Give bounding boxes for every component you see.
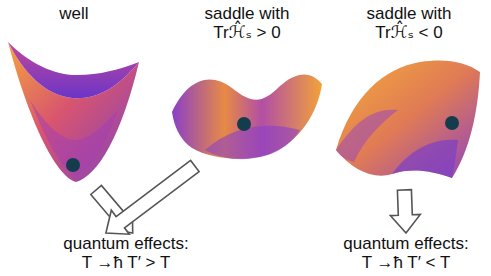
saddle-surface: [172, 74, 322, 159]
well-surface: [8, 42, 139, 182]
result-box: quantum effects:T →ħ T′ > T: [59, 234, 193, 272]
node-formula: T →ħ T′ > T: [59, 253, 193, 272]
node-formula: T →ħ T′ < T: [339, 253, 473, 272]
node-label: saddle with Trℋ̂ₛ < 0: [357, 4, 461, 42]
result-box: quantum effects:T →ħ T′ < T: [339, 234, 473, 272]
node-label: well: [14, 4, 134, 23]
block-arrow: [106, 160, 199, 234]
well-node: well: [5, 4, 143, 190]
block-arrow: [390, 190, 420, 233]
node-label: saddle with Trℋ̂ₛ > 0: [195, 4, 299, 42]
saddle-node: saddle with Trℋ̂ₛ > 0: [168, 4, 326, 166]
saddle-node: saddle with Trℋ̂ₛ < 0: [332, 4, 486, 190]
node-label: quantum effects:: [339, 234, 473, 253]
inverted-saddle-surface: [336, 60, 480, 178]
node-label: quantum effects:: [59, 234, 193, 253]
